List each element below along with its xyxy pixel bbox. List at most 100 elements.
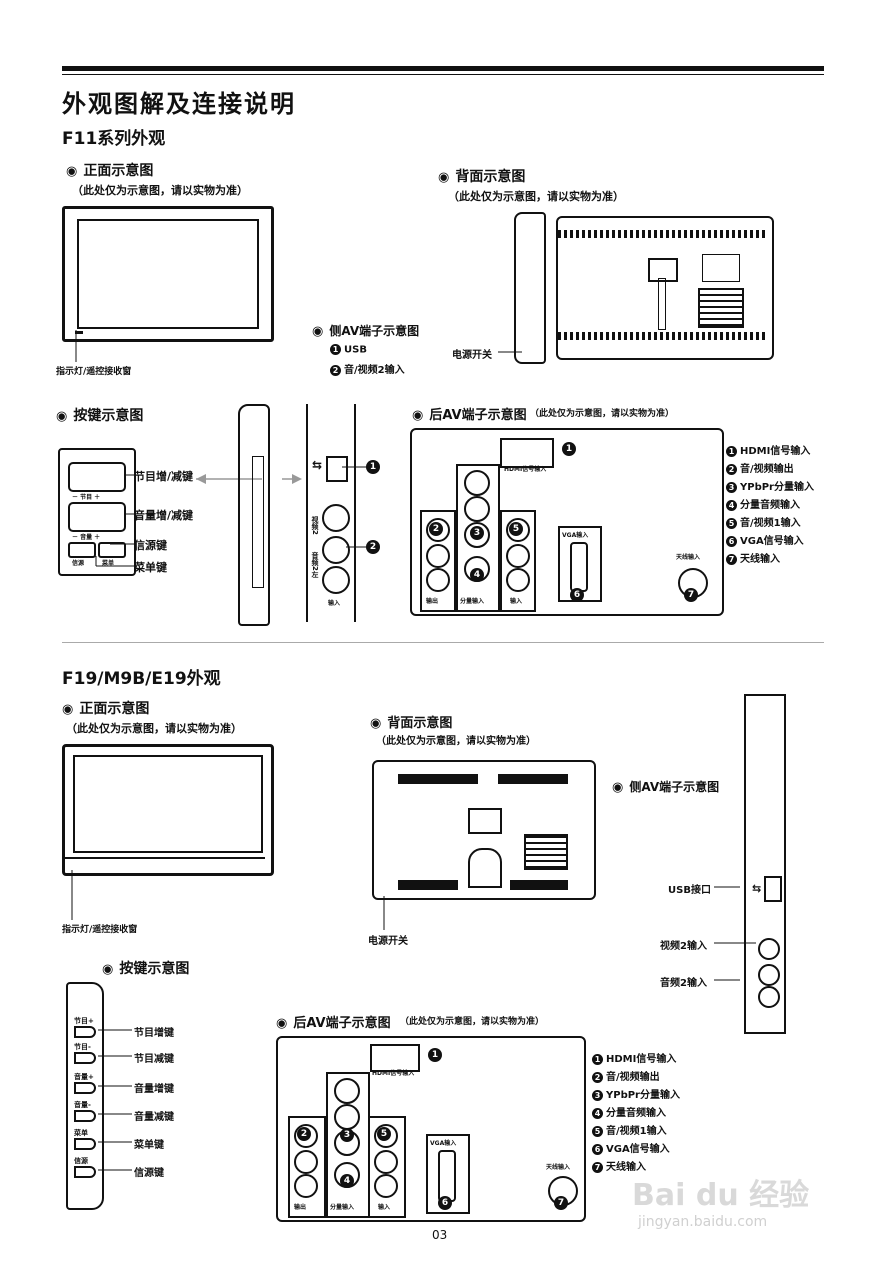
f19-front-tv bbox=[62, 744, 274, 876]
f19-side-title: 侧AV端子示意图 bbox=[612, 778, 719, 795]
f19-key-6[interactable]: 信源 bbox=[74, 1156, 96, 1178]
f19-audio2-r-jack bbox=[758, 964, 780, 986]
f11-keypad: － 节目 ＋ － 音量 ＋ 信源 菜单 bbox=[58, 448, 136, 576]
f11-side-video2-jack bbox=[322, 504, 350, 532]
f11-back-note: （此处仅为示意图，请以实物为准） bbox=[448, 190, 624, 203]
f11-in-label: 输入 bbox=[510, 598, 523, 605]
f11-side-callout-2: 2 bbox=[366, 540, 380, 554]
f11-vol-button[interactable] bbox=[68, 502, 126, 532]
f19-back-vent-top-right bbox=[498, 774, 568, 784]
f11-front-screen bbox=[77, 219, 259, 329]
f19-hdmi-label: HDMI信号输入 bbox=[372, 1070, 415, 1077]
f11-back-title: 背面示意图 bbox=[438, 166, 525, 186]
f11-ch-small: － 节目 ＋ bbox=[72, 494, 101, 501]
f19-rear-callout-5: 5 bbox=[377, 1127, 391, 1141]
f19-av-out-jack-2 bbox=[294, 1150, 318, 1174]
f19-back-stand bbox=[468, 848, 502, 888]
f11-side-audio-l-jack bbox=[322, 566, 350, 594]
f11-front-note: （此处仅为示意图，请以实物为准） bbox=[72, 184, 248, 197]
f19-key-4[interactable]: 音量- bbox=[74, 1100, 96, 1122]
f11-side-profile bbox=[238, 404, 270, 626]
f19-back-vent-top-left bbox=[398, 774, 478, 784]
f11-hdmi-label: HDMI信号输入 bbox=[504, 466, 547, 473]
f11-side-profile-keys bbox=[252, 456, 264, 588]
f11-ch-button[interactable] bbox=[68, 462, 126, 492]
f11-av-out-jack-3 bbox=[426, 568, 450, 592]
f19-out-label: 输出 bbox=[294, 1204, 307, 1211]
f11-back-vent-bottom bbox=[558, 332, 768, 340]
f19-front-title: 正面示意图 bbox=[62, 698, 149, 718]
f19-key-3[interactable]: 音量+ bbox=[74, 1072, 96, 1094]
f11-side-callout-1: 1 bbox=[366, 460, 380, 474]
f19-usb-label: USB接口 bbox=[668, 885, 711, 896]
f11-rear-callout-6: 6 bbox=[570, 588, 584, 602]
f19-in-label: 输入 bbox=[378, 1204, 391, 1211]
f19-pb-jack bbox=[334, 1104, 360, 1130]
f19-rear-callout-7: 7 bbox=[554, 1196, 568, 1210]
f11-y-jack bbox=[464, 470, 490, 496]
f11-menu-button[interactable] bbox=[98, 542, 126, 558]
f19-rear-panel: HDMI信号输入 1 3 4 2 输出 分量输入 5 输入 VGA输入 6 天线… bbox=[276, 1036, 586, 1222]
f11-side-panel: ⇆ 视频2 音频2左 输入 bbox=[306, 404, 356, 622]
f19-front-bezel bbox=[65, 857, 265, 859]
f11-hdmi-port bbox=[500, 438, 554, 468]
f11-side-audio-label: 音频2左 bbox=[311, 552, 319, 578]
f11-av-in-jack-3 bbox=[506, 568, 530, 592]
f19-rear-callout-4: 4 bbox=[340, 1174, 354, 1188]
f19-y-jack bbox=[334, 1078, 360, 1104]
f11-av-out-jack-2 bbox=[426, 544, 450, 568]
number-2-icon: 2 bbox=[330, 364, 341, 376]
f19-key-2-label: 节目减键 bbox=[134, 1054, 174, 1065]
f11-av-in-jack-2 bbox=[506, 544, 530, 568]
f11-vol-label: 音量增/减键 bbox=[134, 509, 194, 522]
f11-back-mount bbox=[648, 258, 678, 282]
f11-src-label: 信源键 bbox=[134, 539, 167, 552]
section-divider bbox=[62, 642, 824, 643]
f19-key-6-label: 信源键 bbox=[134, 1168, 164, 1179]
f19-video2-jack bbox=[758, 938, 780, 960]
f11-src-button[interactable] bbox=[68, 542, 96, 558]
f19-key-3-label: 音量增键 bbox=[134, 1084, 174, 1095]
f11-back-panel bbox=[702, 254, 740, 282]
f11-out-label: 输出 bbox=[426, 598, 439, 605]
f19-back-tv bbox=[372, 760, 596, 900]
f11-ypbpr-in-label: 分量输入 bbox=[460, 598, 485, 605]
f11-src-small: 信源 bbox=[72, 560, 85, 567]
f19-audio2-label: 音频2输入 bbox=[660, 978, 707, 989]
f19-back-vent-bottom-right bbox=[510, 880, 568, 890]
f11-indicator-label: 指示灯/遥控接收窗 bbox=[56, 367, 132, 377]
f11-ch-label: 节目增/减键 bbox=[134, 470, 194, 483]
f11-side-title: 侧AV端子示意图 bbox=[312, 322, 419, 339]
usb-icon: ⇆ bbox=[752, 882, 762, 895]
f19-key-1[interactable]: 节目+ bbox=[74, 1016, 96, 1038]
number-1-icon: 1 bbox=[330, 344, 341, 355]
f19-front-note: （此处仅为示意图，请以实物为准） bbox=[66, 722, 242, 735]
f19-back-mount bbox=[468, 808, 502, 834]
f19-vga-label: VGA输入 bbox=[430, 1140, 457, 1147]
f11-rear-callout-1: 1 bbox=[562, 442, 576, 456]
f19-key-1-label: 节目增键 bbox=[134, 1028, 174, 1039]
f19-key-2[interactable]: 节目- bbox=[74, 1042, 96, 1064]
f19-indicator-label: 指示灯/遥控接收窗 bbox=[62, 925, 138, 935]
f19-key-5[interactable]: 菜单 bbox=[74, 1128, 96, 1150]
f11-vol-small: － 音量 ＋ bbox=[72, 534, 101, 541]
f11-vga-label: VGA输入 bbox=[562, 532, 589, 539]
f19-power-label: 电源开关 bbox=[368, 936, 408, 947]
